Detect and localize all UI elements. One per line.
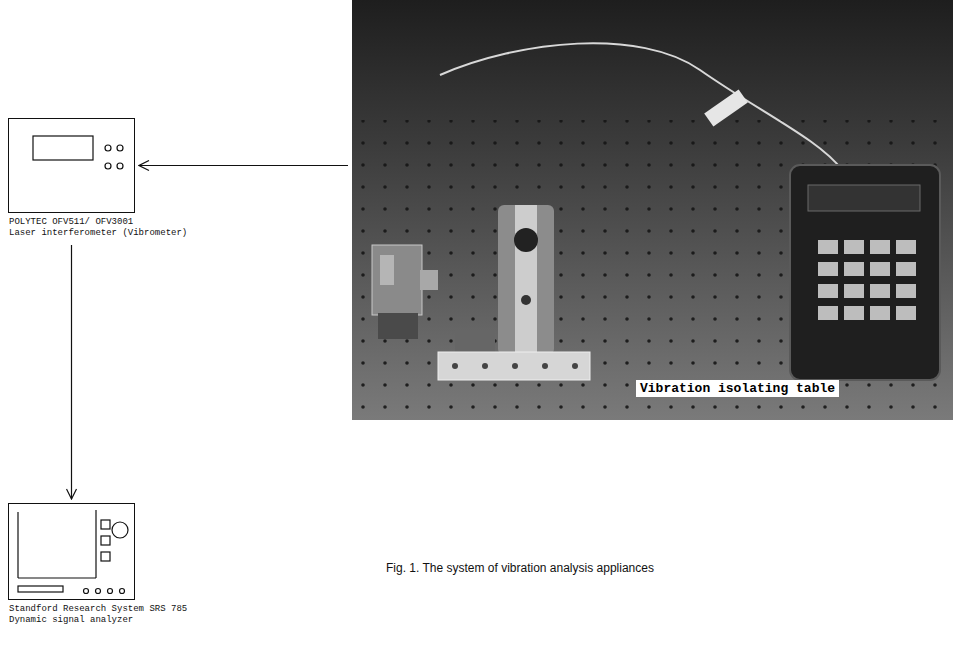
device-name: Laser interferometer (Vibrometer) [9, 228, 187, 239]
photo-label: Vibration isolating table [636, 380, 839, 397]
figure-caption: Fig. 1. The system of vibration analysis… [386, 561, 654, 575]
instrument-box: POLYTEC OFV511/ OFV3001Laser interferome… [8, 118, 135, 213]
vibrometer-symbol [33, 136, 123, 169]
instrument-label: Standford Research System SRS 785Dynamic… [9, 604, 187, 626]
device-name: Dynamic signal analyzer [9, 615, 187, 626]
flow-arrow [71, 245, 72, 499]
photo-panel: Vibration isolating table [352, 0, 953, 420]
analyzer-symbol [18, 510, 128, 594]
instrument-box: Standford Research System SRS 785Dynamic… [8, 503, 135, 600]
model-name: Standford Research System SRS 785 [9, 604, 187, 615]
flow-arrow [139, 165, 348, 166]
instrument-label: POLYTEC OFV511/ OFV3001Laser interferome… [9, 217, 187, 239]
photo [352, 0, 953, 420]
model-name: POLYTEC OFV511/ OFV3001 [9, 217, 187, 228]
